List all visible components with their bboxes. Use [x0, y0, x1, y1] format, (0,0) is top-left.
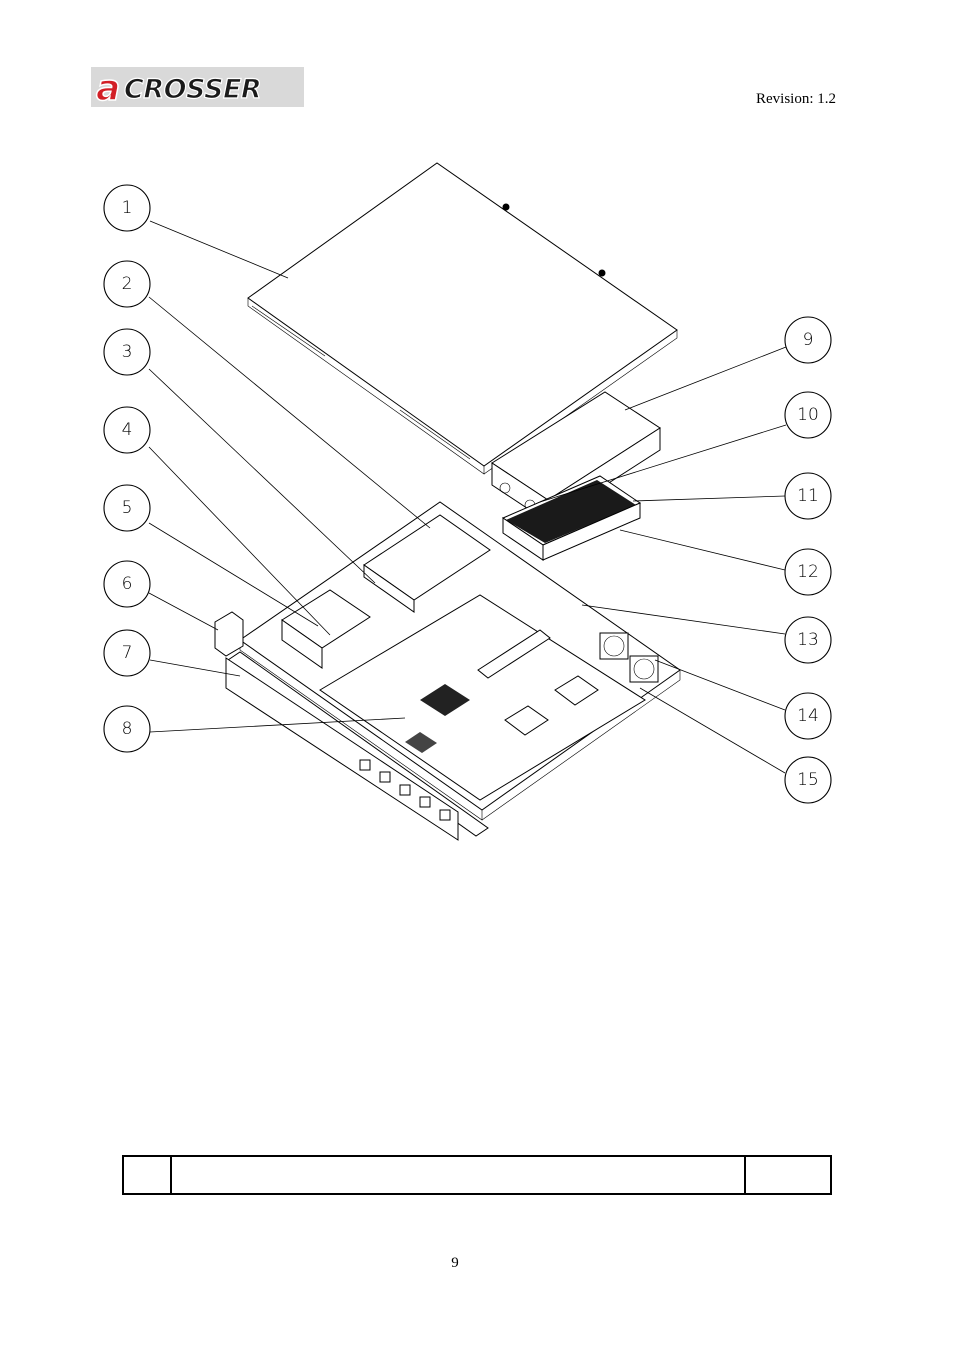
page-number: 9 — [451, 1255, 459, 1271]
table-row — [122, 1155, 832, 1195]
table-cell-1 — [122, 1155, 172, 1195]
callout-1: 1 — [122, 198, 133, 218]
callout-4: 4 — [122, 420, 133, 440]
logo-graphic: a CROSSER — [91, 67, 304, 107]
callout-14: 14 — [797, 706, 819, 726]
revision-label: Revision: 1.2 — [756, 91, 837, 107]
callout-8: 8 — [122, 719, 133, 739]
rack-ear-bracket — [214, 611, 244, 657]
table-cell-2 — [170, 1155, 746, 1195]
callout-11: 11 — [797, 486, 819, 506]
callout-15: 15 — [797, 770, 819, 790]
logo-letter: a — [96, 68, 120, 107]
table-cell-3 — [744, 1155, 832, 1195]
callout-12: 12 — [797, 562, 819, 582]
heatsink — [501, 475, 642, 561]
callout-9: 9 — [803, 330, 814, 350]
callout-2: 2 — [122, 274, 133, 294]
callout-6: 6 — [122, 574, 133, 594]
callout-13: 13 — [797, 630, 819, 650]
callout-3: 3 — [122, 342, 133, 362]
logo-wordmark: CROSSER — [124, 74, 261, 105]
leader-lines — [148, 220, 787, 774]
acrosser-logo: a CROSSER — [91, 67, 304, 107]
chassis — [225, 501, 681, 841]
callout-5: 5 — [122, 498, 133, 518]
bottom-table — [122, 1155, 832, 1195]
callout-10: 10 — [797, 405, 819, 425]
callout-7: 7 — [122, 643, 133, 663]
callouts: 1 2 3 4 5 6 7 8 9 10 11 12 13 1 — [103, 184, 832, 804]
